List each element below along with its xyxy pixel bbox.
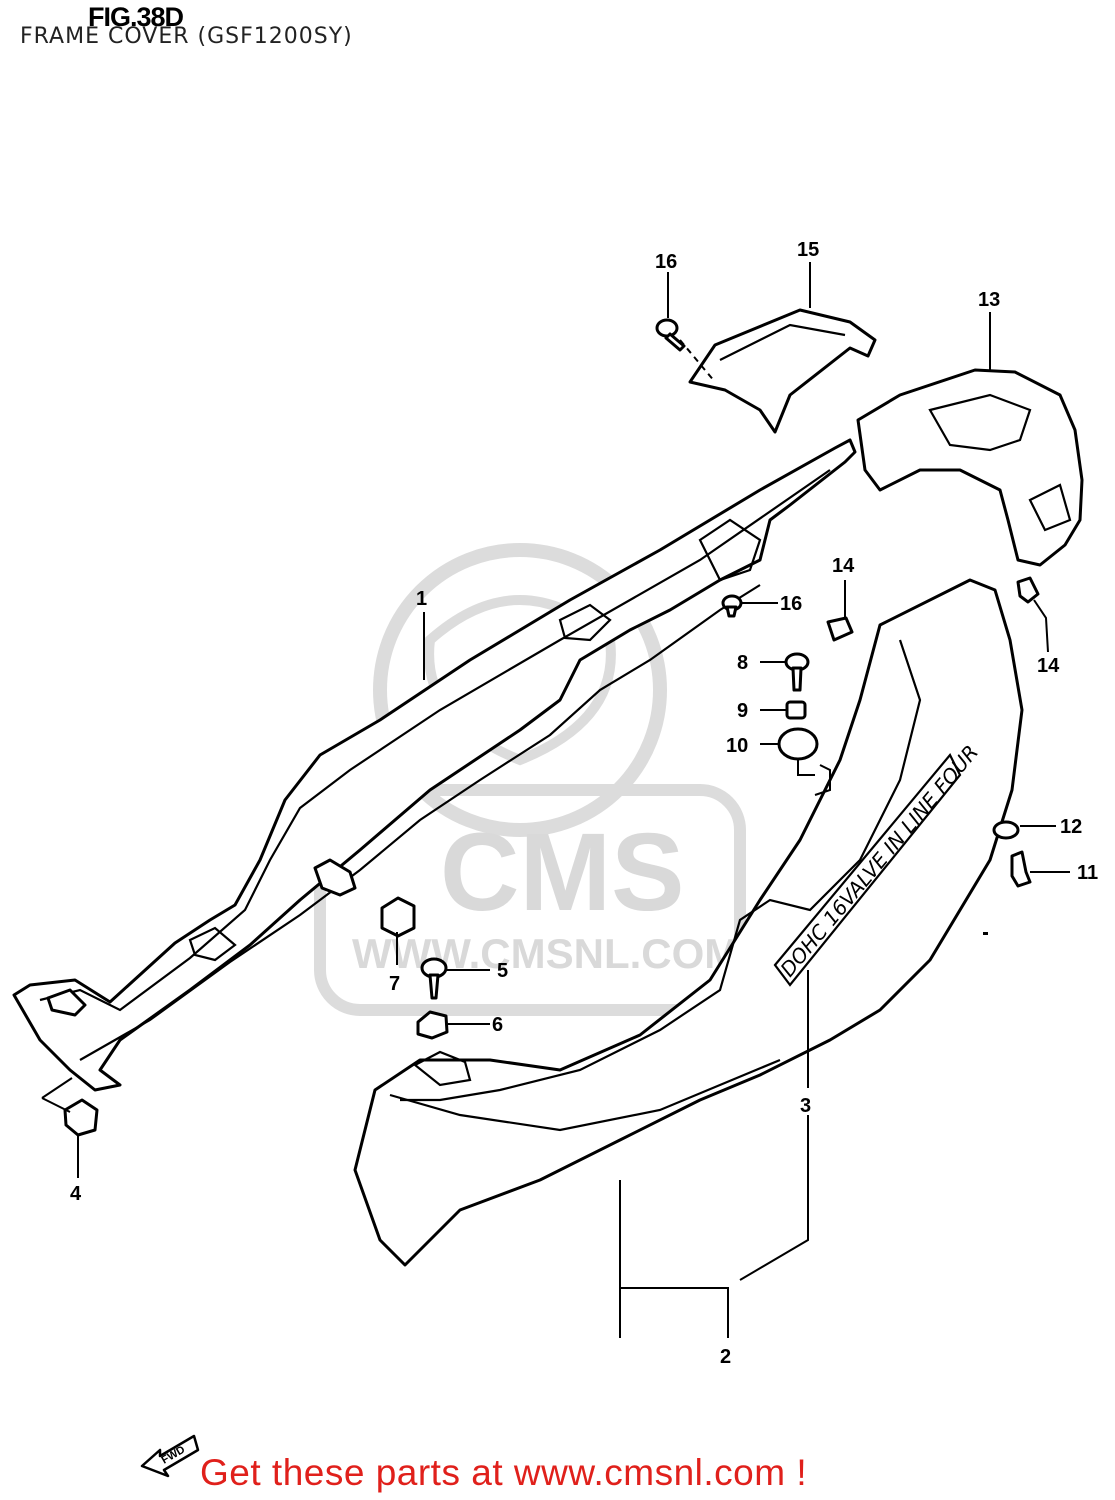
callout-5: 5	[497, 960, 508, 982]
part-1-bracket-rear	[698, 518, 762, 582]
callout-1: 1	[416, 588, 427, 610]
callout-14-right: 14	[1037, 655, 1060, 677]
part-16-side-shank	[725, 605, 738, 618]
part-5-screw	[420, 957, 448, 1000]
part-3-outline	[353, 578, 1024, 1267]
watermark-mascot-head	[373, 543, 667, 837]
callout-16-side: 16	[780, 593, 802, 615]
leader-14-right	[1033, 599, 1049, 653]
part-16-head	[655, 318, 679, 338]
callout-2: 2	[720, 1346, 731, 1368]
part-3-crease	[389, 1058, 781, 1132]
part-8-shank	[791, 666, 803, 692]
callout-10: 10	[726, 735, 748, 757]
callout-8: 8	[737, 652, 748, 674]
part-10-link	[797, 760, 831, 796]
part-13-rear-slot	[1028, 483, 1072, 532]
part-10-shape	[777, 727, 819, 761]
callout-13: 13	[978, 289, 1000, 311]
stray-mark	[983, 932, 988, 935]
watermark-url-text: WWW.CMSNL.COM	[352, 930, 739, 977]
part-1-clip	[313, 858, 357, 897]
callout-14-left: 14	[832, 555, 855, 577]
part-13-inner-window	[928, 393, 1032, 452]
part-15-shape	[688, 308, 877, 434]
callout-16-top: 16	[655, 251, 677, 273]
callout-numbers: 1 2 3 4 5 6 7 8 9 10 11 12 13 14 14 15 1…	[70, 239, 1098, 1368]
callout-15: 15	[797, 239, 819, 261]
part-10-cushion	[777, 727, 831, 796]
part-1-front-grommet	[46, 988, 87, 1017]
part-16-shank	[664, 332, 686, 352]
part-7-cushion	[380, 896, 416, 938]
figure-subtitle: FRAME COVER (GSF1200SY)	[20, 24, 353, 49]
part-6-shape	[416, 1010, 449, 1040]
part-15-fastener-line	[679, 339, 716, 383]
part-1-lower-rail	[79, 584, 761, 1061]
part-5-shank	[428, 973, 440, 1000]
part-1-frame-cover	[12, 438, 857, 1092]
part-14-nut-right	[1016, 576, 1040, 604]
part-1-front-tab	[188, 926, 237, 962]
part-6-nut	[416, 1010, 449, 1040]
callout-3: 3	[800, 1095, 811, 1117]
leader-3	[739, 970, 809, 1281]
part-1-inner-rail	[39, 469, 831, 1012]
part-3-inner-edge	[400, 639, 922, 1102]
part-4-shape	[63, 1098, 99, 1137]
part-4-grommet	[63, 1098, 99, 1137]
part-2-3-side-cover: DOHC 16VALVE IN LINE FOUR	[353, 578, 1024, 1267]
part-15-edge	[719, 323, 846, 361]
part-15-tail-piece	[679, 308, 877, 434]
callout-12: 12	[1060, 816, 1082, 838]
part-16-screw-side	[721, 594, 743, 618]
figure-title: FIG.38D	[88, 2, 184, 32]
callout-9: 9	[737, 700, 748, 722]
callout-4: 4	[70, 1183, 82, 1205]
part-14-nut-left	[826, 616, 854, 642]
leader-4	[41, 1077, 79, 1178]
part-9-spacer	[785, 700, 807, 720]
part-1-bracket-mid	[558, 603, 612, 642]
callout-7: 7	[389, 973, 400, 995]
callout-11: 11	[1077, 862, 1098, 884]
fwd-arrow-icon	[140, 1434, 200, 1478]
part-9-shape	[785, 700, 807, 720]
part-11-shape	[1010, 850, 1032, 888]
fwd-direction-badge: FWD	[140, 1434, 200, 1478]
part-7-shape	[380, 896, 416, 938]
part-3-stripe-panel	[773, 753, 962, 987]
part-13-tail-cover	[856, 368, 1084, 567]
cta-link-text[interactable]: Get these parts at www.cmsnl.com !	[200, 1452, 808, 1493]
part-16-screw-top	[655, 318, 686, 352]
leader-2	[619, 1180, 729, 1338]
callout-6: 6	[492, 1014, 503, 1036]
part-12-washer	[992, 820, 1020, 840]
watermark-logo-text: CMS	[440, 811, 684, 934]
part-11-screw	[1010, 850, 1032, 888]
part-14-left-shape	[826, 616, 854, 642]
part-3-mount-tab	[412, 1050, 472, 1087]
part-14-right-shape	[1016, 576, 1040, 604]
part-12-shape	[992, 820, 1020, 840]
part-8-bolt	[784, 652, 810, 692]
leader-lines	[41, 262, 1070, 1338]
